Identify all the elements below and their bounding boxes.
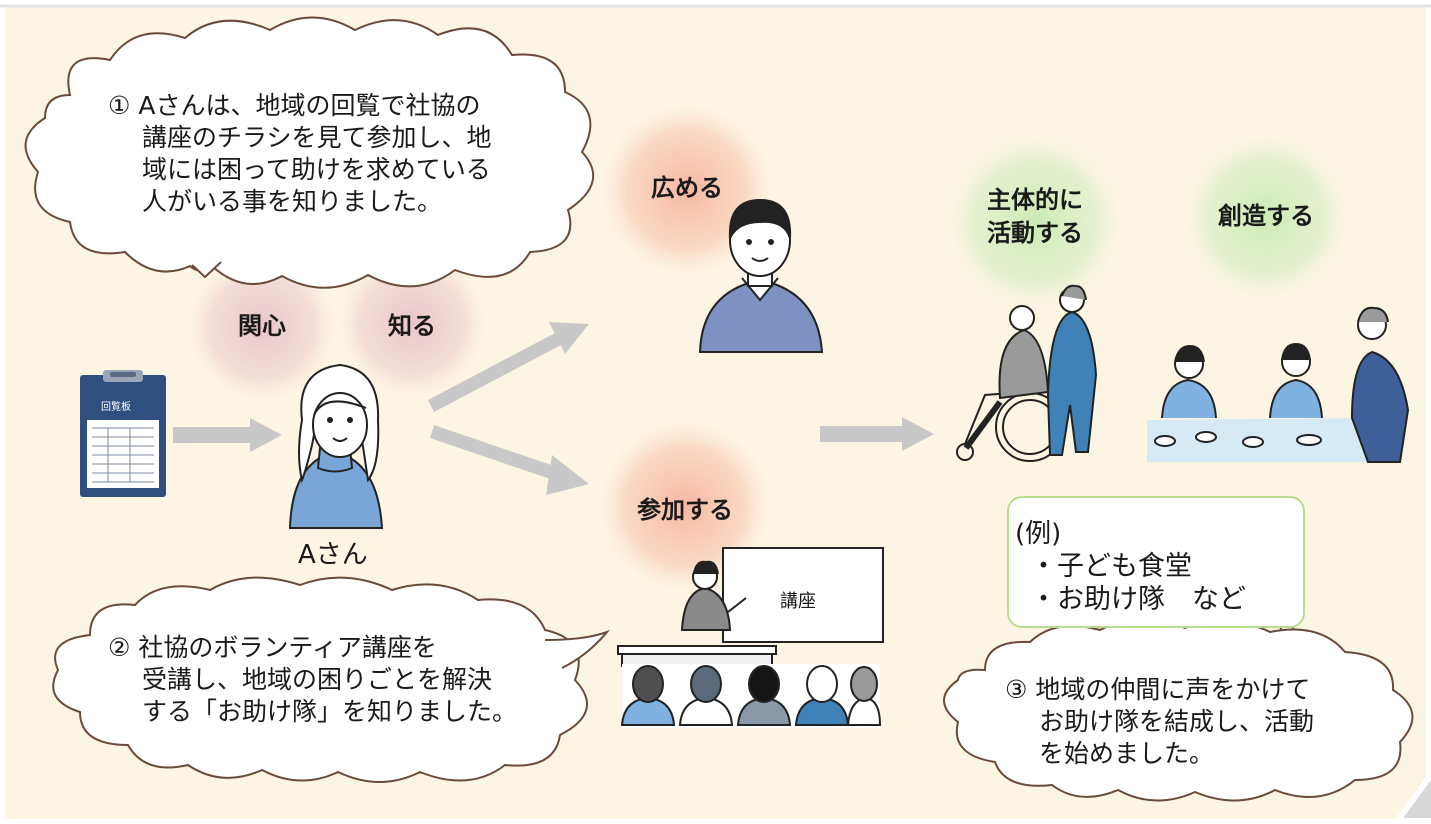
childrens-cafeteria-illustration [1147, 306, 1410, 463]
bubble-1-line: 講座のチラシを見て参加し、地 [142, 123, 492, 152]
step-label-shutai: 主体的に 活動する [965, 184, 1105, 250]
example-item: ・お助け隊 など [1030, 584, 1246, 615]
example-box-border [1007, 496, 1305, 628]
step-label-shiru: 知る [388, 312, 436, 340]
step-label-hiromeru: 広める [651, 174, 723, 202]
step-label-shutai-line1: 主体的に [987, 186, 1083, 214]
lecture-illustration [617, 547, 884, 728]
glow-shutai [940, 127, 1130, 317]
bubble-1-line: 域には困って助けを求めている [142, 155, 491, 184]
man-illustration [698, 198, 824, 353]
bubble-3-line: お助け隊を結成し、活動 [1039, 707, 1315, 736]
arrow-right-1 [173, 418, 282, 452]
example-box-title: (例) [1015, 519, 1062, 549]
speech-bubble-2-shape [52, 576, 611, 783]
glow-kanshin [182, 247, 342, 407]
step-label-sanka: 参加する [637, 496, 733, 524]
arrow-up-right [428, 322, 589, 412]
clipboard-title: 回覧板 [101, 402, 131, 413]
bubble-2-line: ② 社協のボランティア講座を [108, 633, 437, 662]
step-label-souzou: 創造する [1218, 202, 1314, 230]
bubble-2-text: ② 社協のボランティア講座を 受講し、地域の困りごとを解決 する「お助け隊」を知… [108, 632, 517, 728]
arrow-down-right [430, 425, 589, 495]
step-label-kanshin: 関心 [238, 312, 286, 340]
page-curl-shadow [1403, 780, 1431, 818]
example-item: ・子ども食堂 [1030, 551, 1192, 582]
person-a-illustration [288, 363, 384, 529]
bubble-2-line: 受講し、地域の困りごとを解決 [142, 665, 493, 694]
arrow-right-2 [820, 417, 934, 451]
bubble-3-line: を始めました。 [1039, 739, 1215, 768]
bubble-1-text: ① Aさんは、地域の回覧で社協の 講座のチラシを見て参加し、地 域には困って助け… [108, 90, 492, 218]
bubble-3-line: ③ 地域の仲間に声をかけて [1005, 675, 1311, 704]
bubble-1-line: ① Aさんは、地域の回覧で社協の [108, 91, 481, 120]
step-label-shutai-line2: 活動する [987, 219, 1083, 247]
speech-bubble-1-shape [24, 16, 595, 289]
bubble-3-text: ③ 地域の仲間に声をかけて お助け隊を結成し、活動 を始めました。 [1005, 674, 1314, 770]
wheelchair-care-illustration [956, 284, 1098, 462]
lecture-board-text: 講座 [780, 591, 816, 612]
glow-shiru [332, 243, 492, 403]
bubble-1-line: 人がいる事を知りました。 [142, 187, 443, 216]
clipboard-illustration [80, 370, 166, 497]
person-a-label: Aさん [298, 540, 368, 570]
glow-souzou [1176, 127, 1356, 307]
bubble-2-line: する「お助け隊」を知りました。 [142, 697, 518, 726]
